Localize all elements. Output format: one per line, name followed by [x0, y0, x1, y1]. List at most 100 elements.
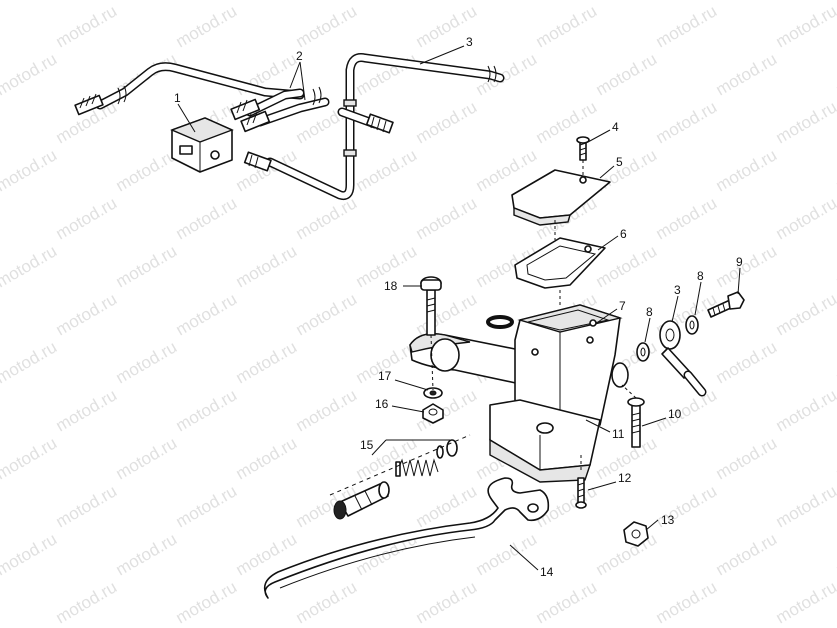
part-1-junction-block — [170, 117, 234, 173]
part-9-banjo-bolt — [707, 291, 745, 318]
watermark-text: motod.ru — [113, 241, 181, 291]
callout-16: 16 — [375, 397, 389, 411]
watermark-text: motod.ru — [53, 1, 121, 51]
watermark-text: motod.ru — [173, 577, 241, 627]
watermark-text: motod.ru — [773, 193, 837, 243]
watermark-text: motod.ru — [773, 481, 837, 531]
part-12-screw — [575, 477, 587, 509]
watermark-text: motod.ru — [0, 433, 60, 483]
watermark-text: motod.ru — [173, 1, 241, 51]
callout-8-right: 8 — [697, 269, 704, 283]
watermark-text: motod.ru — [233, 0, 301, 3]
part-3-banjo-fitting — [659, 320, 707, 397]
part-5-reservoir-cover — [511, 169, 611, 226]
watermark-text: motod.ru — [293, 289, 361, 339]
callout-4: 4 — [612, 120, 619, 134]
callout-12: 12 — [618, 471, 632, 485]
watermark-text: motod.ru — [0, 0, 60, 3]
watermark-text: motod.ru — [653, 1, 721, 51]
watermark-text: motod.ru — [113, 0, 181, 3]
watermark-text: motod.ru — [413, 577, 481, 627]
watermark-text: motod.ru — [833, 145, 837, 195]
watermark-text: motod.ru — [413, 97, 481, 147]
callout-7: 7 — [619, 299, 626, 313]
part-17-washer — [423, 387, 443, 399]
callout-13: 13 — [661, 513, 675, 527]
watermark-text: motod.ru — [773, 289, 837, 339]
leader-lines — [177, 45, 741, 571]
watermark-text: motod.ru — [113, 529, 181, 579]
watermark-text: motod.ru — [713, 433, 781, 483]
watermark-text: motod.ru — [833, 0, 837, 3]
callout-5: 5 — [616, 155, 623, 169]
watermark-text: motod.ru — [53, 385, 121, 435]
watermark-text: motod.ru — [833, 337, 837, 387]
watermark-text: motod.ru — [593, 0, 661, 3]
part-2-brake-hoses — [74, 62, 330, 133]
watermark-text: motod.ru — [0, 529, 60, 579]
watermark-text: motod.ru — [773, 1, 837, 51]
o-ring — [486, 315, 514, 329]
watermark-text: motod.ru — [113, 145, 181, 195]
part-15-piston-assembly — [329, 434, 471, 520]
callout-3-hose: 3 — [466, 35, 473, 49]
callout-10: 10 — [668, 407, 682, 421]
watermark-text: motod.ru — [593, 49, 661, 99]
watermark-text: motod.ru — [713, 529, 781, 579]
watermark-text: motod.ru — [713, 0, 781, 3]
callout-labels: 1 2 3 4 5 6 7 8 3 8 9 18 17 16 15 11 10 … — [174, 35, 743, 579]
watermark-text: motod.ru — [0, 145, 60, 195]
callout-6: 6 — [620, 227, 627, 241]
part-8-crush-washer-a — [636, 342, 650, 362]
part-4-cover-screw — [576, 136, 590, 161]
watermark-text: motod.ru — [53, 481, 121, 531]
watermark-text: motod.ru — [833, 529, 837, 579]
watermark-text: motod.ru — [53, 289, 121, 339]
watermark-text: motod.ru — [53, 193, 121, 243]
callout-14: 14 — [540, 565, 554, 579]
watermark-text: motod.ru — [173, 385, 241, 435]
watermark-text: motod.ru — [413, 193, 481, 243]
watermark-text: motod.ru — [0, 337, 60, 387]
watermark-text: motod.ru — [113, 433, 181, 483]
callout-8-left: 8 — [646, 305, 653, 319]
watermark-text: motod.ru — [713, 241, 781, 291]
watermark-text: motod.ru — [533, 1, 601, 51]
callout-3-banjo: 3 — [674, 283, 681, 297]
callout-9: 9 — [736, 255, 743, 269]
watermark-text: motod.ru — [233, 337, 301, 387]
watermark-text: motod.ru — [173, 289, 241, 339]
watermark-text: motod.ru — [833, 241, 837, 291]
watermark-text: motod.ru — [473, 529, 541, 579]
watermark-text: motod.ru — [833, 49, 837, 99]
watermark-text: motod.ru — [653, 385, 721, 435]
watermark-text: motod.ru — [653, 577, 721, 627]
watermark-text: motod.ru — [533, 97, 601, 147]
callout-2: 2 — [296, 49, 303, 63]
callout-17: 17 — [378, 369, 392, 383]
watermark-text: motod.ru — [473, 0, 541, 3]
master-cylinder-body — [409, 304, 629, 483]
watermark-text: motod.ru — [0, 241, 60, 291]
watermark-text: motod.ru — [233, 241, 301, 291]
part-3-brake-hose-long — [243, 53, 505, 200]
part-14-brake-lever — [263, 477, 550, 599]
watermark-text: motod.ru — [0, 49, 60, 99]
watermark-text: motod.ru — [713, 145, 781, 195]
part-13-nut — [623, 521, 649, 547]
part-8-crush-washer-b — [685, 315, 699, 335]
watermark-text: motod.ru — [293, 385, 361, 435]
watermark-text: motod.ru — [833, 433, 837, 483]
watermark-text: motod.ru — [773, 97, 837, 147]
part-16-nut — [422, 403, 444, 424]
watermark-text: motod.ru — [773, 385, 837, 435]
watermark-text: motod.ru — [113, 337, 181, 387]
watermark-text: motod.ru — [533, 577, 601, 627]
watermark-text: motod.ru — [353, 145, 421, 195]
callout-11: 11 — [612, 427, 625, 441]
watermark-text: motod.ru — [233, 433, 301, 483]
callout-15: 15 — [360, 438, 374, 452]
part-18-clamp-bolt — [420, 276, 442, 336]
watermark-text: motod.ru — [413, 289, 481, 339]
